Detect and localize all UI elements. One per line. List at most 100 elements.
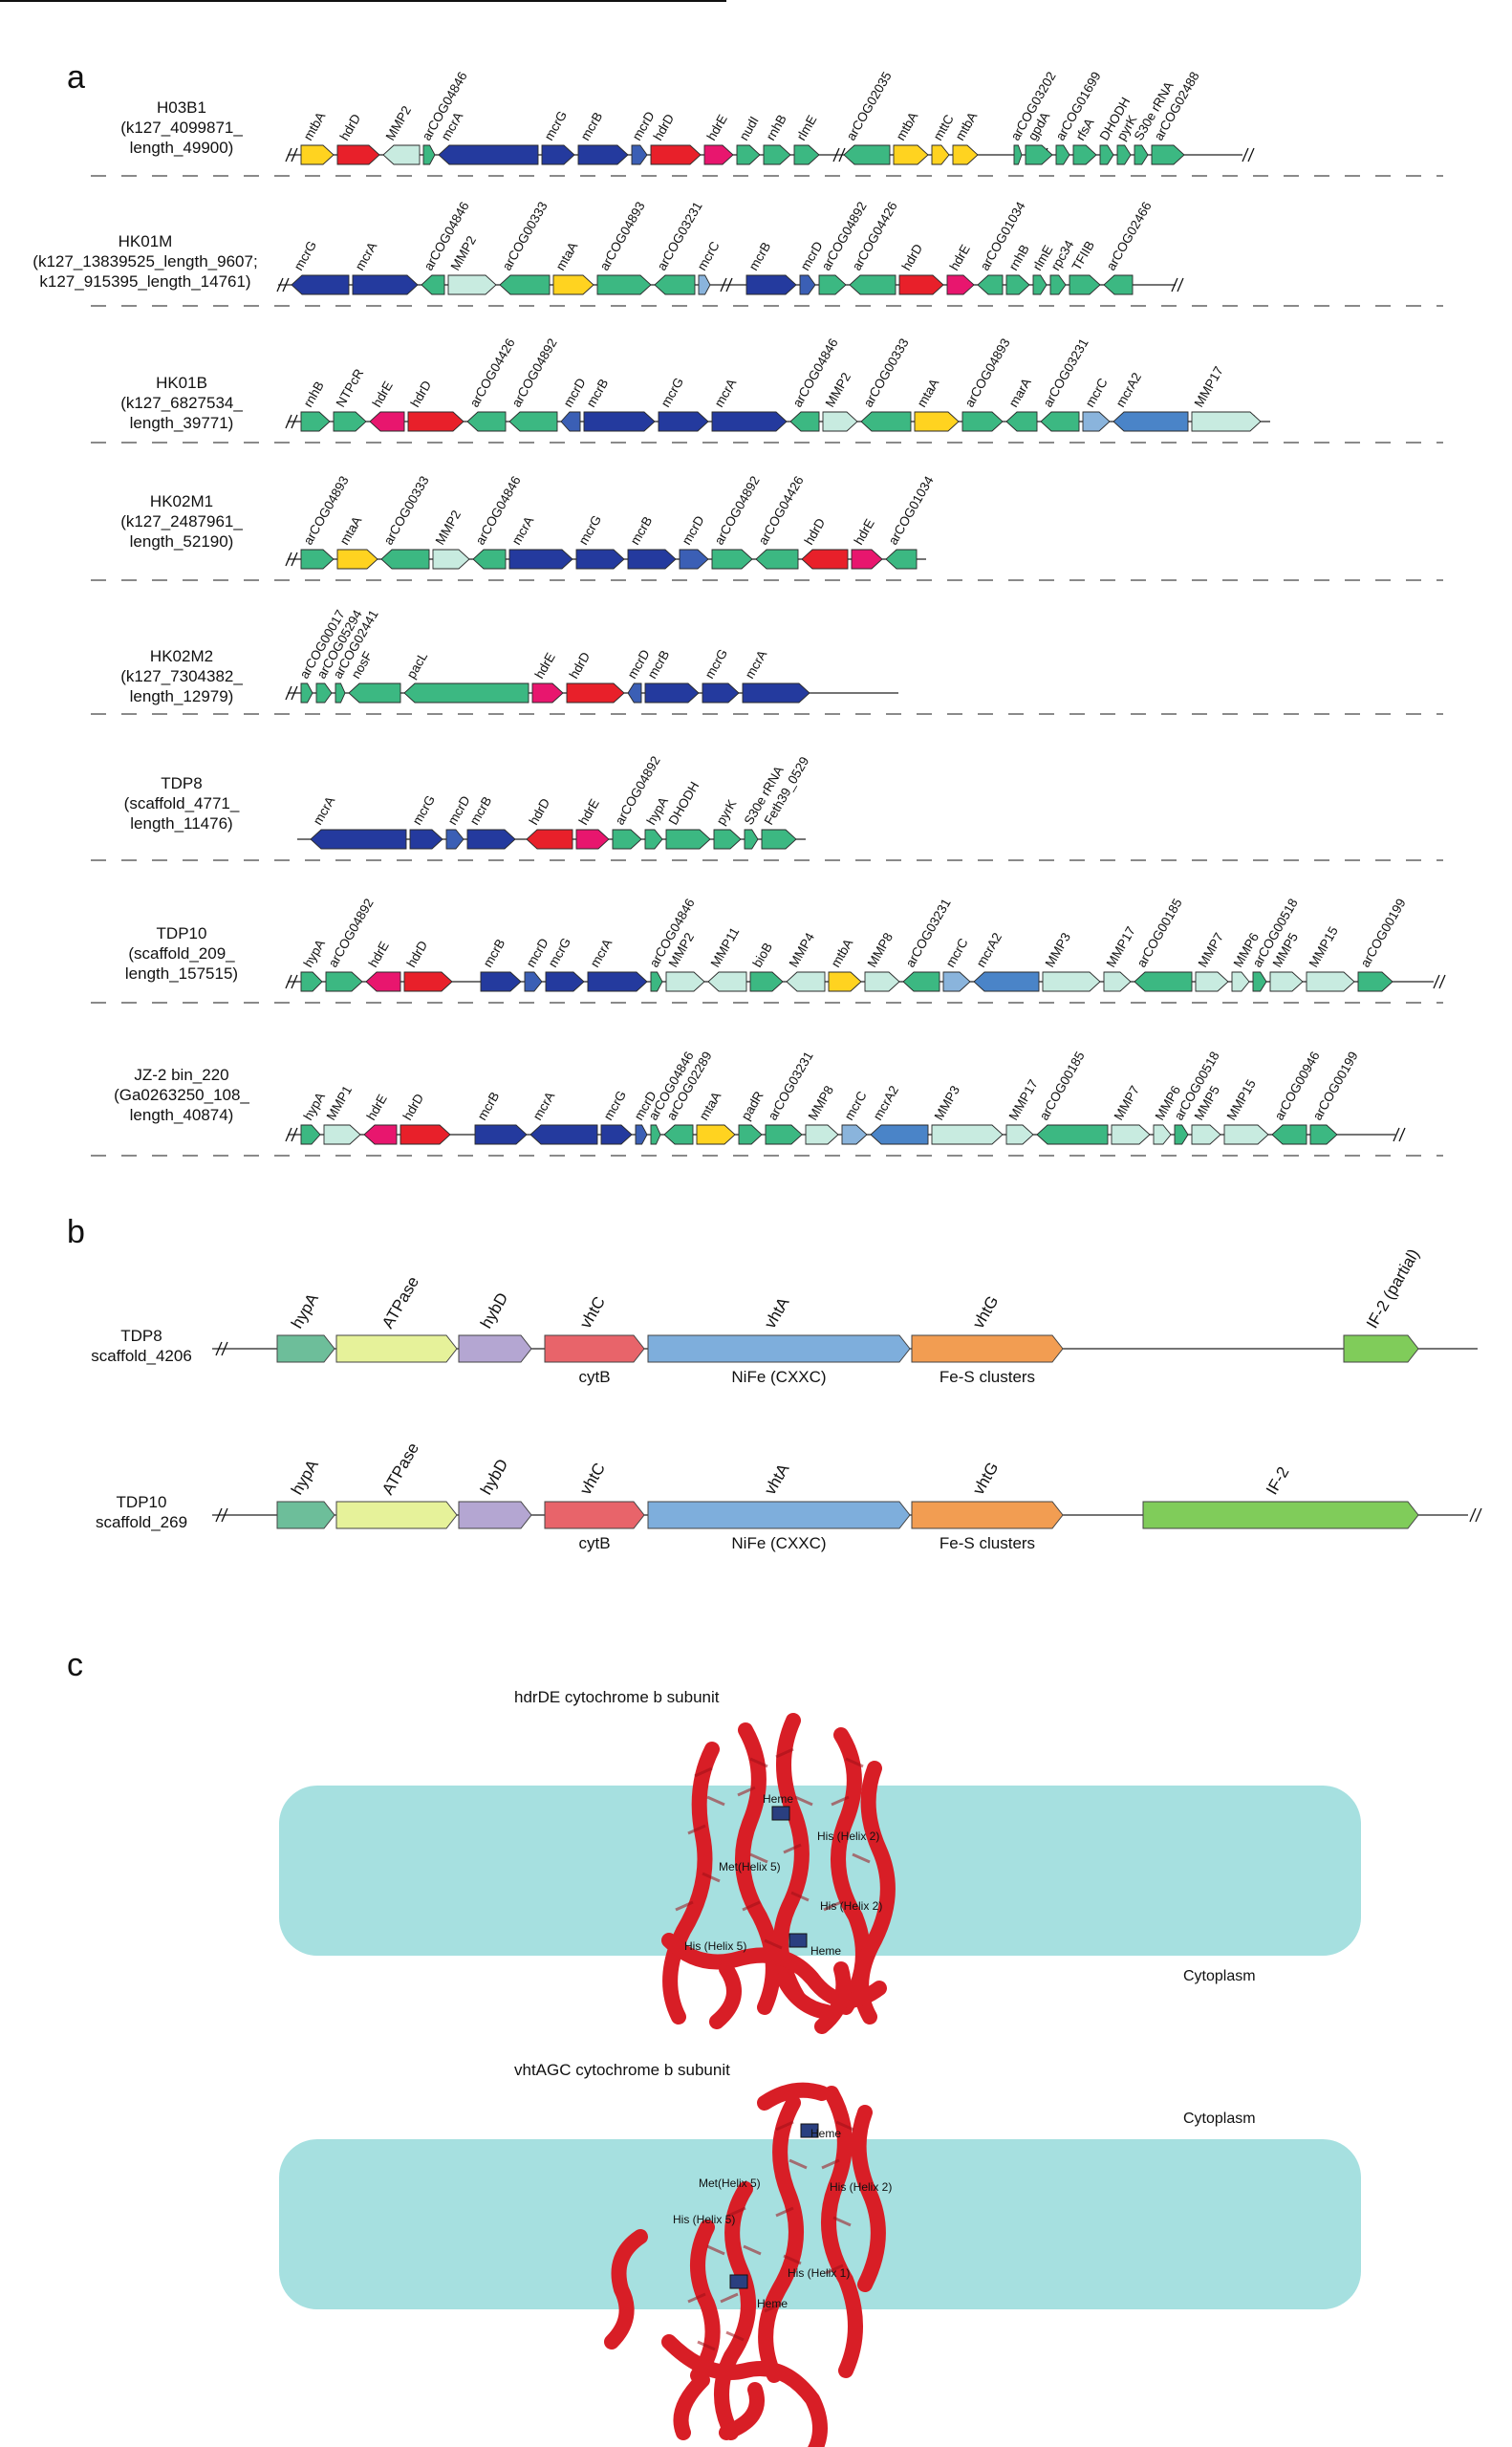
gene-mcra: mcrA (711, 377, 788, 432)
gene-arrow-arcog00333 (380, 549, 430, 570)
gene-mcrb: mcrB (474, 1090, 528, 1145)
gene-mtba: mtbA (828, 937, 862, 992)
vht-gene-arrow-vhtg (911, 1501, 1064, 1529)
gene-arrow-mcrc (1082, 411, 1111, 432)
gene-arrow-mtba (952, 144, 979, 165)
vht-gene-arrow-hybd (458, 1334, 532, 1363)
gene-arrow-rfsa (1072, 144, 1097, 165)
gene-label-mcrc: mcrC (1083, 376, 1111, 410)
gene-arrow-arcog00518 (1252, 971, 1267, 992)
gene-arrow-mcrc (841, 1124, 868, 1145)
gene-label-biob: bioB (750, 941, 776, 970)
vht-cluster-tdp10-name-line-2: scaffold_269 (96, 1513, 187, 1531)
gene-arrow-mmp2 (382, 144, 421, 165)
vht-gene-if-2: IF-2 (1142, 1463, 1419, 1529)
gene-label-mara: marA (1006, 376, 1034, 409)
vht-gene-atpase: ATPase (335, 1440, 458, 1529)
structure-1-label-his-helix5: His (Helix 5) (684, 1939, 746, 1953)
gene-hdrd: hdrD (407, 378, 464, 432)
gene-mcrb: mcrB (466, 794, 516, 850)
gene-arrow-rlme (793, 144, 820, 165)
gene-arrow-mcrb (644, 682, 700, 704)
gene-arcog00333: arCOG00333 (860, 336, 912, 432)
gene-arrow-mttc (931, 144, 950, 165)
gene-arrow-arcog00199 (1309, 1124, 1338, 1145)
gene-label-mmp7: MMP7 (1196, 930, 1226, 969)
gene-label-mtaa: mtaA (553, 240, 581, 273)
gene-arcog02466: arCOG02466 (1103, 199, 1155, 295)
gene-arrow-mmp2 (665, 971, 705, 992)
gene-arrow-arcog02466 (1103, 274, 1134, 295)
cluster-h03b1-name-line-3: length_49900) (130, 139, 234, 157)
gene-arrow-arcog04892 (818, 274, 847, 295)
gene-arrow-mmp6 (1231, 971, 1250, 992)
structure-2-label-his-helix5: His (Helix 5) (673, 2213, 735, 2226)
gene-label-mmp15: MMP15 (1224, 1077, 1259, 1123)
gene-mcrg: mcrG (291, 238, 350, 295)
gene-label-arcog04893: arCOG04893 (597, 199, 648, 272)
gene-arrow-arcog04892 (325, 971, 363, 992)
scaffold-break-left (215, 1507, 228, 1523)
gene-label-arcog04426: arCOG04426 (756, 473, 807, 547)
gene-mtba: mtbA (300, 110, 335, 165)
cluster-tdp8-name-line-3: length_11476) (130, 814, 232, 833)
gene-label-mcrb: mcrB (746, 240, 774, 273)
gene-label-mmp8: MMP8 (806, 1083, 836, 1122)
gene-arrow-arcog03202 (1013, 144, 1023, 165)
cluster-hk01m-name-line-3: k127_915395_length_14761) (39, 272, 250, 291)
gene-arrow-mcra (587, 971, 648, 992)
gene-hdrd: hdrD (801, 515, 849, 570)
gene-arrow-mcrg (658, 411, 709, 432)
gene-mtaa: mtaA (552, 240, 594, 295)
cluster-tdp10-name-line-1: TDP10 (157, 924, 207, 942)
contig-break-1 (276, 277, 290, 292)
gene-arcog04892: arCOG04892 (508, 336, 560, 432)
gene-label-mmp11: MMP11 (708, 925, 743, 970)
gene-arrow-mcrg (600, 1124, 633, 1145)
gene-mcrg: mcrG (600, 1088, 633, 1145)
gene-arrow-pyrk (713, 829, 742, 850)
gene-label-hdrd: hdrD (802, 515, 829, 547)
cluster-hk01m: HK01M(k127_13839525_length_9607;k127_915… (32, 199, 1443, 307)
gene-label-mtba: mtbA (953, 110, 981, 143)
gene-arrow-mcrb (627, 549, 677, 570)
gene-arrow-mmp17 (1103, 971, 1132, 992)
cluster-hk02m1-name-line-1: HK02M1 (150, 492, 213, 510)
vht-gene-label-vhtg: vhtG (969, 1292, 1002, 1332)
gene-mcra2: mcrA2 (870, 1083, 929, 1145)
gene-arrow-mcrg (291, 274, 350, 295)
cluster-hk01b-name-line-1: HK01B (156, 374, 207, 392)
gene-label-mtba: mtbA (894, 110, 921, 143)
gene-arrow-mcrc (698, 274, 711, 295)
gene-label-mcrc: mcrC (842, 1089, 870, 1123)
gene-label-hdre: hdrE (947, 242, 973, 272)
gene-arrow-mmp15 (1223, 1124, 1269, 1145)
gene-arrow-mmp8 (864, 971, 900, 992)
vht-gene-arrow-atpase (335, 1501, 458, 1529)
gene-arrow-mtaa (336, 549, 378, 570)
gene-label-mtba: mtbA (301, 110, 329, 143)
gene-label-mcrb: mcrB (475, 1090, 503, 1123)
gene-arrow-arcog00017 (300, 682, 313, 704)
gene-label-dhodh: DHODH (666, 779, 702, 827)
gene-arrow-arcog00946 (1271, 1124, 1307, 1145)
top-rule (0, 0, 726, 2)
gene-arrow-mcrd (560, 411, 581, 432)
vht-gene-sublabel-vhtg: Fe-S clusters (940, 1534, 1035, 1552)
gene-label-mmp2: MMP2 (823, 370, 853, 409)
gene-mtba: mtbA (952, 110, 981, 165)
gene-label-mmp1: MMP1 (324, 1083, 355, 1122)
gene-hdrd: hdrD (336, 111, 380, 165)
gene-rnhb: rnhB (763, 112, 791, 165)
gene-mmp11: MMP11 (707, 925, 747, 992)
gene-label-arcog01034: arCOG01034 (886, 473, 937, 547)
cluster-hk02m2-name-line-1: HK02M2 (150, 647, 213, 665)
gene-arrow-arcog03231 (654, 274, 696, 295)
gene-label-mcra: mcrA (311, 794, 338, 828)
cluster-hk02m2-name-line-2: (k127_7304382_ (120, 667, 243, 685)
gene-arrow-mmp5 (1191, 1124, 1221, 1145)
gene-mcra: mcrA (352, 240, 419, 295)
gene-label-hypa: hypA (301, 937, 328, 969)
gene-arrow-mcrg (541, 144, 575, 165)
